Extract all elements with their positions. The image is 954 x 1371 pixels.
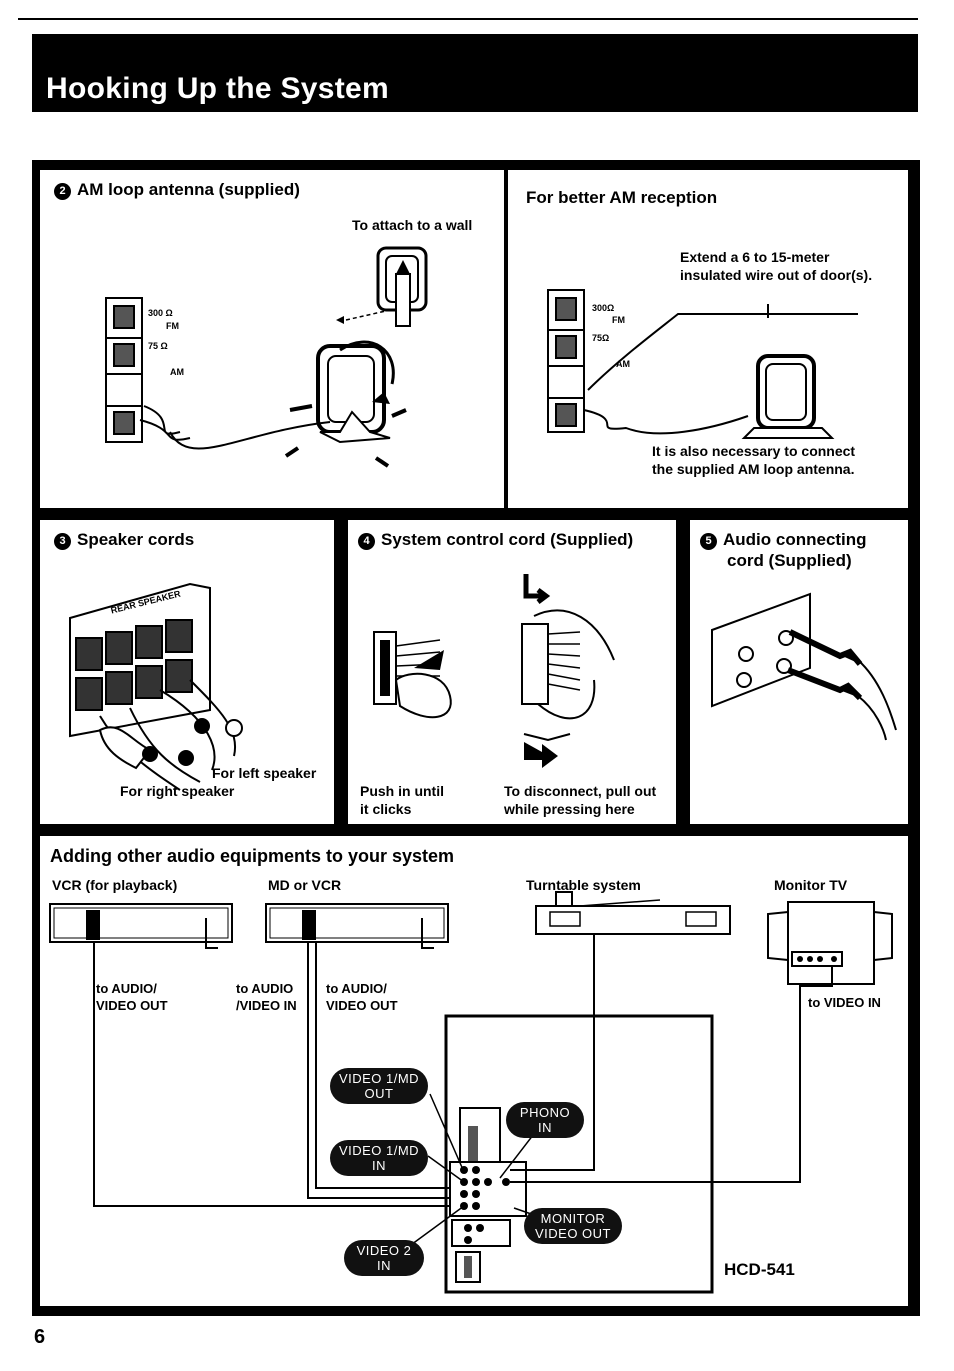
terminal-label-75: 75 Ω	[148, 341, 168, 351]
am-reception-illustration	[547, 289, 858, 439]
panel-system-control: 4 System control cord (Supplied) Push in …	[348, 520, 676, 824]
audio-cord-title-line1: Audio connecting	[723, 530, 867, 549]
system-control-heading: 4 System control cord (Supplied)	[358, 530, 633, 550]
jack-phono-in-line2: IN	[538, 1120, 552, 1135]
vcr-output-label: to AUDIO/ VIDEO OUT	[96, 980, 168, 1014]
jack-video1-out: VIDEO 1/MD OUT	[330, 1068, 428, 1104]
am-antenna-illustration	[105, 246, 428, 468]
also-connect-note: It is also necessary to connect the supp…	[652, 442, 855, 478]
am-antenna-title: AM loop antenna (supplied)	[77, 180, 300, 199]
jack-video1-out-line1: VIDEO 1/MD	[338, 1071, 420, 1086]
speaker-cords-heading: 3 Speaker cords	[54, 530, 194, 550]
jack-monitor-video-out: MONITOR VIDEO OUT	[524, 1208, 622, 1244]
step-number: 3	[54, 533, 71, 550]
extend-wire-note: Extend a 6 to 15-meter insulated wire ou…	[680, 248, 872, 284]
page-number: 6	[34, 1326, 46, 1348]
vcr-out-line1: to AUDIO/	[96, 981, 157, 996]
title-banner	[32, 34, 918, 112]
connection-diagram	[49, 891, 893, 1294]
also-note-line2: the supplied AM loop antenna.	[652, 461, 855, 477]
reception-terminal-fm: FM	[612, 315, 625, 325]
also-note-line1: It is also necessary to connect	[652, 443, 856, 459]
turntable-label: Turntable system	[526, 877, 641, 893]
left-speaker-caption: For left speaker	[212, 765, 317, 781]
disconnect-caption: To disconnect, pull out while pressing h…	[504, 782, 656, 818]
md-out-line1: to AUDIO/	[326, 981, 387, 996]
jack-video1-in-line1: VIDEO 1/MD	[338, 1143, 420, 1158]
disconnect-caption-line1: To disconnect, pull out	[504, 783, 657, 799]
step-number: 2	[54, 183, 71, 200]
system-control-title: System control cord (Supplied)	[381, 530, 634, 549]
jack-video2-in: VIDEO 2 IN	[344, 1240, 424, 1276]
speaker-terminal-illustration	[69, 582, 243, 791]
right-speaker-caption: For right speaker	[120, 783, 235, 799]
md-in-line2: /VIDEO IN	[236, 998, 297, 1013]
jack-monitor-out-line1: MONITOR	[540, 1211, 606, 1226]
jack-video2-in-line1: VIDEO 2	[356, 1243, 412, 1258]
step-number: 5	[700, 533, 717, 550]
speaker-cords-title: Speaker cords	[77, 530, 195, 549]
panel-am-antenna: 2 AM loop antenna (supplied) To attach to…	[40, 170, 504, 508]
top-rule	[18, 18, 918, 20]
extend-note-line2: insulated wire out of door(s).	[680, 267, 873, 283]
audio-cord-heading: 5 Audio connecting	[700, 530, 867, 550]
audio-cord-title-line2: cord (Supplied)	[727, 551, 852, 570]
unit-model-label: HCD-541	[724, 1260, 795, 1279]
monitor-tv-label: Monitor TV	[774, 877, 848, 893]
md-in-line1: to AUDIO	[236, 981, 294, 996]
adding-equipment-title: Adding other audio equipments to your sy…	[50, 846, 455, 866]
jack-monitor-out-line2: VIDEO OUT	[534, 1226, 611, 1241]
panel-adding-equipment: Adding other audio equipments to your sy…	[40, 836, 908, 1306]
am-reception-title: For better AM reception	[526, 188, 718, 207]
step-number: 4	[358, 533, 375, 550]
vcr-out-line2: VIDEO OUT	[96, 998, 168, 1013]
disconnect-caption-line2: while pressing here	[504, 801, 635, 817]
md-vcr-label: MD or VCR	[268, 877, 342, 893]
md-out-line2: VIDEO OUT	[326, 998, 398, 1013]
terminal-label-300: 300 Ω	[148, 308, 173, 318]
terminal-label-am: AM	[170, 367, 184, 377]
panel-audio-cord: 5 Audio connecting cord (Supplied)	[690, 520, 908, 824]
jack-video1-in: VIDEO 1/MD IN	[330, 1140, 428, 1176]
push-in-caption: Push in until it clicks	[360, 782, 444, 818]
reception-terminal-300: 300Ω	[592, 303, 615, 313]
jack-video1-in-line2: IN	[372, 1158, 386, 1173]
md-input-label: to AUDIO /VIDEO IN	[236, 980, 297, 1014]
tv-input-label: to VIDEO IN	[808, 995, 881, 1010]
terminal-label-fm: FM	[166, 321, 179, 331]
push-caption-line2: it clicks	[360, 801, 412, 817]
audio-cord-illustration	[711, 592, 897, 741]
jack-video2-in-line2: IN	[377, 1258, 391, 1273]
reception-terminal-am: AM	[616, 359, 630, 369]
md-output-label: to AUDIO/ VIDEO OUT	[326, 980, 398, 1014]
system-control-illustration	[373, 574, 615, 768]
extend-note-line1: Extend a 6 to 15-meter	[680, 249, 830, 265]
panel-am-reception: For better AM reception Extend a 6 to 15…	[508, 170, 908, 508]
page-title: Hooking Up the System	[46, 72, 390, 105]
wall-caption: To attach to a wall	[352, 217, 473, 233]
jack-phono-in-line1: PHONO	[519, 1105, 571, 1120]
reception-terminal-75: 75Ω	[592, 333, 610, 343]
am-antenna-heading: 2 AM loop antenna (supplied)	[54, 180, 300, 200]
push-caption-line1: Push in until	[360, 783, 444, 799]
jack-video1-out-line2: OUT	[364, 1086, 394, 1101]
jack-phono-in: PHONO IN	[506, 1102, 584, 1138]
vcr-label: VCR (for playback)	[52, 877, 178, 893]
